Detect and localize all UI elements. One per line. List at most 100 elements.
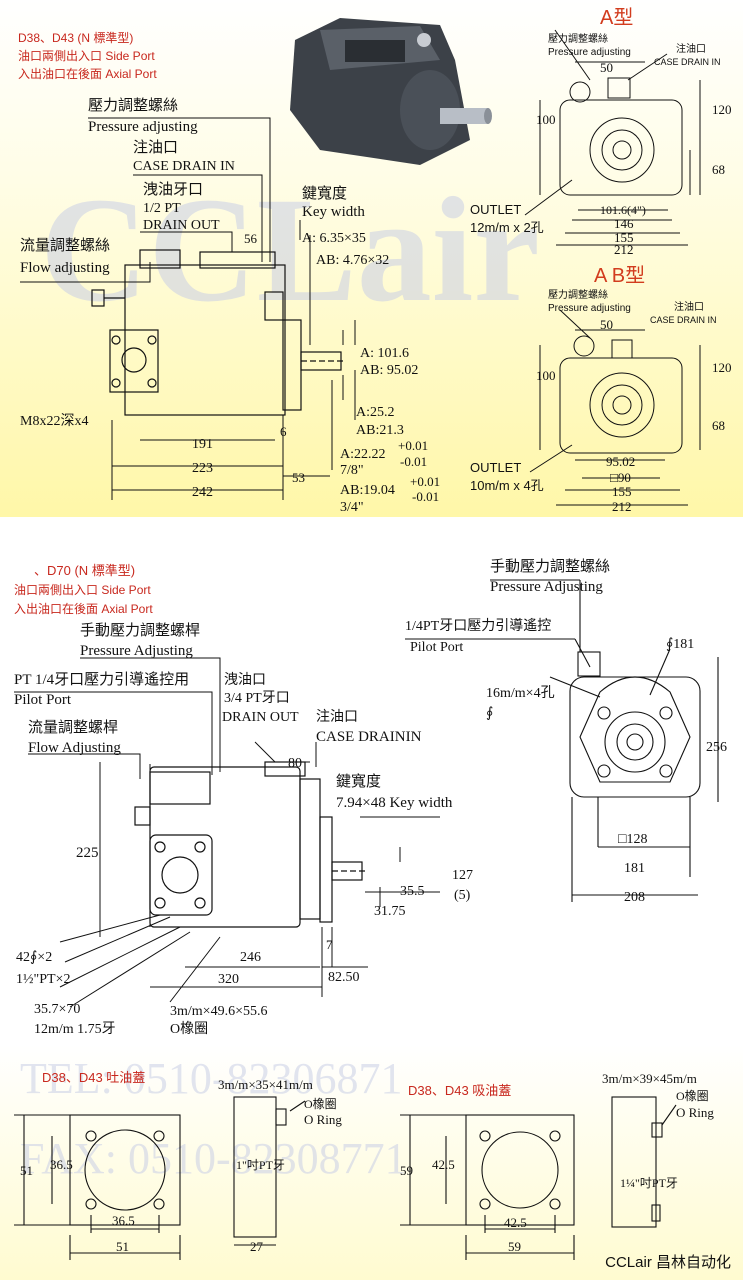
flange-panel: TEL: 0510-82306871 FAX: 0510-82308771 D3…: [0, 1045, 743, 1280]
a-pressure-en: Pressure adjusting: [548, 47, 631, 58]
d70-drawing: 、D70 (N 標準型) 油口兩側出入口 Side Port 入出油口在後面 A…: [14, 558, 727, 1037]
side-holes-sym: ∮: [486, 706, 493, 721]
mid-d3175: 31.75: [374, 904, 406, 919]
brand-label: CCLair 昌林自动化: [605, 1254, 731, 1271]
left-pt: 1"吋PT牙: [236, 1158, 285, 1172]
mid-oring-spec: 3m/m×49.6×55.6: [170, 1004, 267, 1019]
right-d425v: 42.5: [432, 1157, 455, 1172]
mid-d225: 225: [76, 845, 99, 861]
ab-outlet-spec: 10m/m x 4孔: [470, 478, 544, 493]
ab-outlet: OUTLET: [470, 460, 521, 475]
a-d68: 68: [712, 162, 725, 177]
a-pressure-zh: 壓力調整螺絲: [548, 32, 608, 45]
top-drainout-zh: 洩油牙口: [143, 181, 203, 198]
top-ab213: AB:21.3: [356, 423, 404, 438]
mid-pilot-en: Pilot Port: [14, 692, 72, 708]
pump-photo: [290, 18, 492, 165]
mid-drainout-pt: 3/4 PT牙口: [224, 690, 290, 706]
top-key-a: A: 6.35×35: [302, 231, 366, 246]
a-type-title: A型: [600, 6, 633, 29]
left-d365v: 36.5: [50, 1157, 73, 1172]
top-d242: 242: [192, 485, 213, 500]
mid-manual-en: Pressure Adjusting: [80, 643, 193, 659]
ab-pressure-en: Pressure adjusting: [548, 303, 631, 314]
mid-d357: 35.7×70: [34, 1002, 80, 1017]
left-title: D38、D43 吐油蓋: [42, 1070, 145, 1085]
right-title: D38、D43 吸油蓋: [408, 1083, 511, 1098]
ab-d155: 155: [612, 484, 632, 499]
top-key-ab: AB: 4.76×32: [316, 253, 389, 268]
mid-title-1: 、D70 (N 標準型): [34, 563, 135, 578]
d70-leaders: [14, 657, 440, 1008]
top-a1016: A: 101.6: [360, 346, 409, 361]
top-pressure-zh: 壓力調整螺絲: [88, 97, 178, 114]
d70-side-view: [134, 761, 368, 928]
mid-drain-en: CASE DRAININ: [316, 729, 422, 745]
ab-d90: □90: [610, 470, 631, 485]
mid-flow-zh: 流量調整螺桿: [28, 719, 118, 736]
a-drain-zh: 注油口: [676, 42, 706, 55]
top-d6: 6: [280, 424, 287, 439]
top-bolt: M8x22深x4: [20, 413, 88, 429]
top-drain-zh: 注油口: [133, 139, 178, 156]
top-pressure-en: Pressure adjusting: [88, 119, 198, 135]
mid-drainout-zh: 洩油口: [224, 672, 266, 688]
top-a-inch: 7/8": [340, 463, 364, 478]
right-oring-zh: O橡圈: [676, 1089, 709, 1103]
a-outlet-spec: 12m/m x 2孔: [470, 220, 544, 235]
top-d53: 53: [292, 470, 305, 485]
mid-drainout-en: DRAIN OUT: [222, 710, 299, 725]
side-pilot-en: Pilot Port: [410, 640, 463, 655]
ab-drain-zh: 注油口: [674, 300, 704, 313]
ab-d212: 212: [612, 499, 632, 514]
a-d50: 50: [600, 60, 613, 75]
ab-type-view: A B型 壓力調整: [470, 264, 732, 514]
top-title-3: 入出油口在後面 Axial Port: [18, 67, 157, 81]
top-tol-ab-plus: +0.01: [410, 474, 440, 489]
ab-d100: 100: [536, 368, 556, 383]
a-d1016: 101.6(4"): [600, 203, 646, 217]
d38-d43-drawing: CCLair D38、D43 (N 標準型) 油口兩側出入口 Side Port…: [18, 6, 732, 515]
mid-d12mm: 12m/m 1.75牙: [34, 1021, 116, 1037]
left-oring-spec: 3m/m×35×41m/m: [218, 1077, 313, 1092]
left-oring-en: O Ring: [304, 1112, 342, 1127]
top-flow-en: Flow adjusting: [20, 260, 110, 276]
top-key-en: Key width: [302, 204, 365, 220]
mid-d80: 80: [288, 756, 302, 771]
watermark-tel: TEL: 0510-82306871: [20, 1054, 403, 1103]
mid-key-zh: 鍵寬度: [336, 772, 381, 790]
watermark-logo: CCLair: [40, 167, 540, 333]
right-oring-spec: 3m/m×39×45m/m: [602, 1071, 697, 1086]
a-d155: 155: [614, 230, 634, 245]
mid-flow-en: Flow Adjusting: [28, 740, 121, 756]
side-d256: 256: [706, 740, 727, 755]
top-title-2: 油口兩側出入口 Side Port: [18, 49, 155, 63]
right-d59h: 59: [508, 1239, 521, 1254]
mid-d8250: 82.50: [328, 970, 360, 985]
right-d425h: 42.5: [504, 1215, 527, 1230]
a-d212: 212: [614, 242, 634, 257]
side-d181c: ∮181: [666, 637, 694, 652]
a-drain-en: CASE DRAIN IN: [654, 57, 721, 67]
left-d27: 27: [250, 1239, 264, 1254]
top-d191: 191: [192, 437, 213, 452]
top-drainout-en: DRAIN OUT: [143, 218, 220, 233]
watermark-fax: FAX: 0510-82308771: [20, 1134, 407, 1183]
top-leaders: [20, 117, 356, 500]
mid-d246: 246: [240, 950, 261, 965]
left-d51h: 51: [116, 1239, 129, 1254]
right-d59v: 59: [400, 1163, 413, 1178]
top-tol-a-minus: -0.01: [400, 454, 427, 469]
a-d100: 100: [536, 112, 556, 127]
mid-pilot-zh: PT 1/4牙口壓力引導遙控用: [14, 671, 189, 688]
ab-d50: 50: [600, 317, 613, 332]
mid-d7: 7: [326, 937, 333, 952]
side-pilot-zh: 1/4PT牙口壓力引導遙控: [405, 618, 551, 634]
side-view: [91, 249, 345, 416]
ab-drain-en: CASE DRAIN IN: [650, 315, 717, 325]
mid-d127: 127: [452, 868, 473, 883]
side-manual-en: Pressure Adjusting: [490, 579, 603, 595]
mid-title-3: 入出油口在後面 Axial Port: [14, 602, 153, 616]
side-d128: □128: [618, 832, 647, 847]
